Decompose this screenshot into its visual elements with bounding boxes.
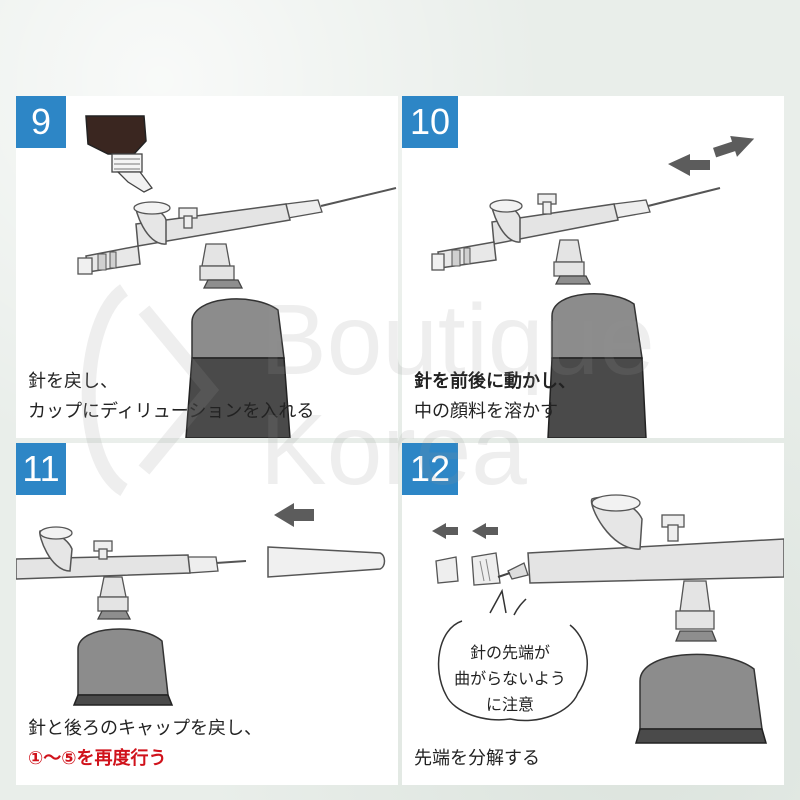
paint-bottle-icon (635, 630, 767, 744)
airbrush-icon (431, 187, 721, 277)
step-panel-9: 9 針を戻し、 カップにディリューションを入れる (16, 96, 398, 438)
step-caption-line-1: 先端を分解する (414, 748, 540, 769)
airbrush-icon (77, 187, 397, 281)
dilution-bottle-icon (85, 115, 153, 193)
paint-bottle-icon (72, 610, 174, 706)
step-panel-11: 11 針と後ろのキャップを戻し、 ①〜⑤を再度行う (16, 443, 398, 785)
step-caption-line-2: ①〜⑤を再度行う (28, 745, 166, 773)
airbrush-icon (527, 494, 784, 630)
caution-note: 針の先端が 曲がらないよう に注意 (450, 640, 570, 718)
step-12-illustration (432, 494, 784, 744)
step-caption-line-1: 針と後ろのキャップを戻し、 (28, 718, 262, 739)
step-caption-line-1: 針を前後に動かし、 (414, 371, 576, 392)
step-caption-emphasis: ①〜⑤を再度行う (28, 748, 167, 769)
step-panel-12: 12 針の先端が 曲がらないよう に注意 先端を分解する (402, 443, 784, 785)
cap-icon (267, 546, 386, 578)
nozzle-icon (497, 562, 529, 580)
paint-bottle-icon (185, 279, 291, 438)
caution-note-line-2: 曲がらないよう (454, 669, 566, 688)
step-caption-line-2: 中の顔料を溶かす (414, 401, 558, 422)
caution-note-line-3: に注意 (485, 695, 534, 714)
step-number-badge: 10 (402, 96, 458, 148)
arrow-icon (432, 523, 498, 539)
step-panel-10: 10 針を前後に動かし、 中の顔料を溶かす (402, 96, 784, 438)
step-number-badge: 11 (16, 443, 66, 495)
step-11-illustration (16, 503, 386, 706)
step-number-badge: 12 (402, 443, 458, 495)
arrow-icon (274, 503, 314, 527)
paint-bottle-icon (547, 275, 647, 438)
step-9-illustration (77, 115, 397, 438)
cap-icon (435, 552, 501, 586)
step-caption-line-2: カップにディリューションを入れる (28, 401, 315, 422)
step-caption-line-1: 針を戻し、 (28, 371, 118, 392)
caution-note-line-1: 針の先端が (469, 643, 550, 662)
arrow-icon (668, 135, 755, 176)
step-number-badge: 9 (16, 96, 66, 148)
speech-bubble (437, 588, 589, 722)
step-10-illustration (431, 135, 755, 438)
airbrush-icon (16, 526, 247, 612)
